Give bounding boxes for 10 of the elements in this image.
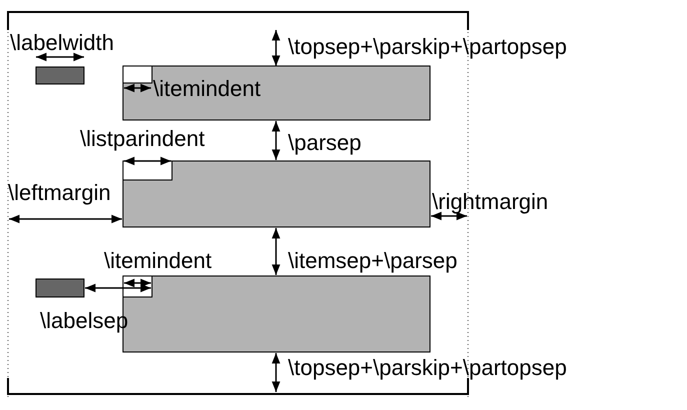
dimension-label: \rightmargin — [432, 189, 548, 215]
dimension-label: \itemindent — [153, 76, 261, 102]
dimension-label: \labelwidth — [10, 30, 114, 56]
dimension-label: \listparindent — [80, 126, 205, 152]
dimension-label: \parsep — [288, 130, 362, 156]
dimension-label: \itemindent — [104, 248, 212, 274]
dimension-label: \topsep+\parskip+\partopsep — [288, 34, 567, 60]
dimension-label: \topsep+\parskip+\partopsep — [288, 355, 567, 381]
dimension-label: \itemsep+\parsep — [288, 248, 458, 274]
dimension-label: \leftmargin — [8, 180, 111, 206]
